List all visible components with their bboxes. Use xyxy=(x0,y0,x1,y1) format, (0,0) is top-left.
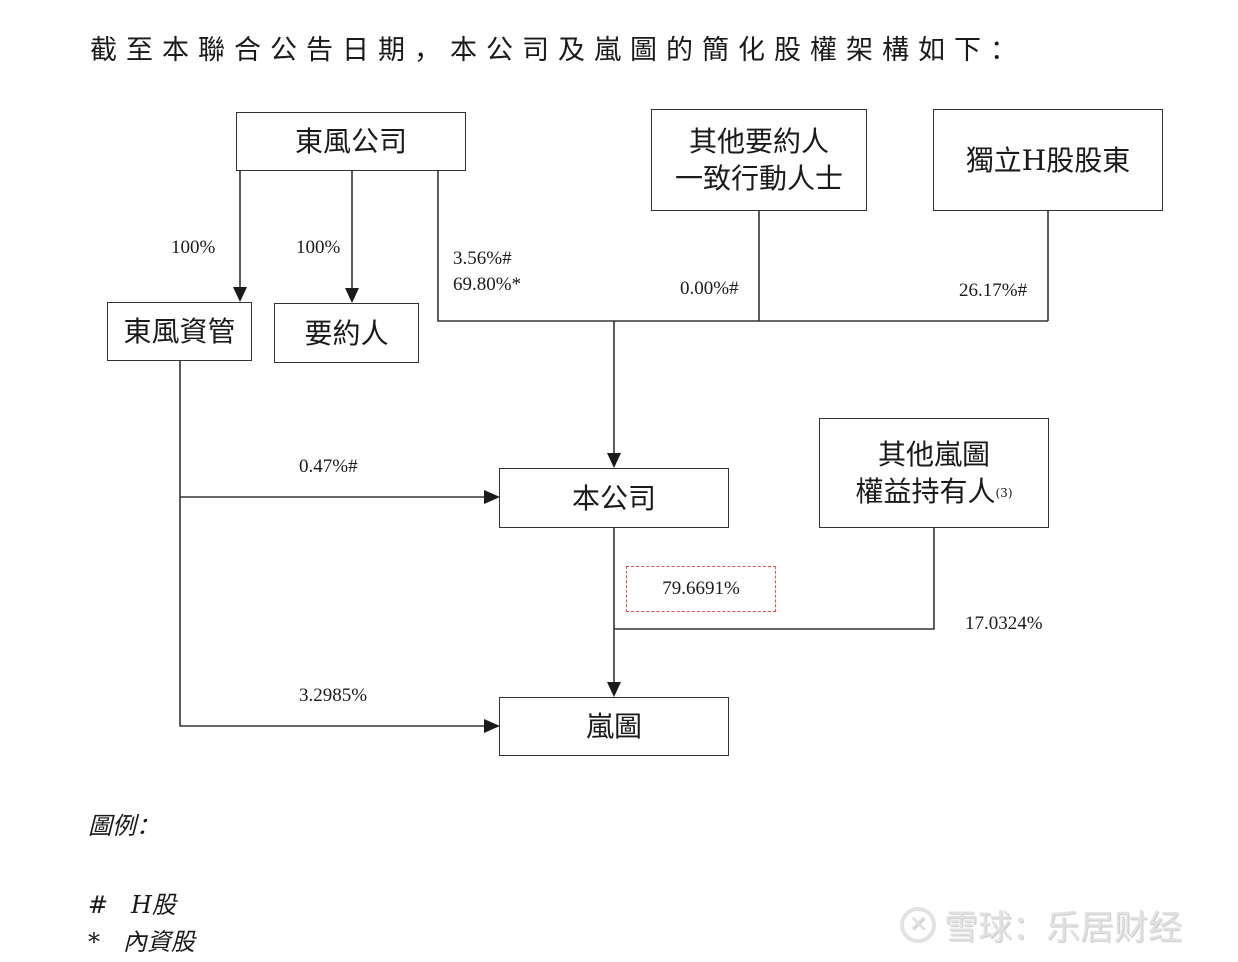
arrow-df-am xyxy=(233,287,247,302)
entity-dongfeng-label: 東風公司 xyxy=(294,125,407,158)
pct-df-am: 100% xyxy=(171,237,216,258)
pct-h-company: 26.17%# xyxy=(959,280,1028,301)
pct-others-voyah: 17.0324% xyxy=(965,613,1043,634)
entity-other-holders-line1: 其他嵐圖 xyxy=(877,438,990,471)
footnote-ref: (3) xyxy=(995,486,1013,500)
entity-company-label: 本公司 xyxy=(571,481,656,515)
pct-company-voyah: 79.6691% xyxy=(662,578,740,599)
entity-other-holders: 其他嵐圖 權益持有人(3) xyxy=(819,418,1049,528)
entity-voyah-label: 嵐圖 xyxy=(585,710,642,743)
entity-dongfeng: 東風公司 xyxy=(236,112,466,171)
snowball-logo-icon: ✕ xyxy=(900,906,936,943)
entity-dongfeng-am-label: 東風資管 xyxy=(123,315,236,348)
entity-h-shareholders: 獨立H股股東 xyxy=(933,109,1163,211)
entity-concert-line2: 一致行動人士 xyxy=(674,162,843,195)
entity-other-holders-line2-text: 權益持有人 xyxy=(855,475,996,508)
pct-company-voyah-highlight: 79.6691% xyxy=(626,566,776,612)
pct-df-company-domestic: 69.80%* xyxy=(453,274,522,295)
entity-concert-parties: 其他要約人 一致行動人士 xyxy=(651,109,867,211)
arrow-df-offeror xyxy=(345,288,359,303)
entity-company: 本公司 xyxy=(499,468,729,528)
arrow-bus-company xyxy=(607,453,621,468)
entity-voyah: 嵐圖 xyxy=(499,697,729,756)
legend-item-h: # H股 xyxy=(88,885,176,920)
entity-offeror: 要約人 xyxy=(274,303,419,363)
arrow-am-voyah xyxy=(484,719,500,733)
intro-text: 截至本聯合公告日期，本公司及嵐圖的簡化股權架構如下： xyxy=(90,35,1026,66)
legend-symbol-hash: # xyxy=(88,891,109,919)
pct-df-company-h: 3.56%# xyxy=(453,248,512,269)
entity-h-shareholders-label: 獨立H股股東 xyxy=(965,143,1131,177)
entity-dongfeng-am: 東風資管 xyxy=(107,302,252,361)
arrow-company-voyah xyxy=(607,682,621,697)
edge-others-voyah xyxy=(614,527,935,630)
legend-symbol-star: * xyxy=(88,928,100,956)
legend-label-h: H股 xyxy=(131,891,176,919)
edge-df-bus xyxy=(437,170,1048,322)
entity-concert-line1: 其他要約人 xyxy=(688,125,829,158)
pct-df-offeror: 100% xyxy=(296,237,341,258)
pct-am-voyah: 3.2985% xyxy=(299,685,368,706)
legend-label-domestic: 內資股 xyxy=(122,928,195,956)
legend-title: 圖例： xyxy=(88,812,160,840)
watermark-text: 雪球：乐居财经 xyxy=(944,908,1182,948)
watermark: ✕ 雪球：乐居财经 xyxy=(900,900,1182,949)
pct-concert-company: 0.00%# xyxy=(680,278,739,299)
entity-offeror-label: 要約人 xyxy=(304,316,389,350)
entity-other-holders-line2: 權益持有人(3) xyxy=(855,473,1012,510)
arrow-am-company xyxy=(484,490,500,504)
edge-am-trunk xyxy=(179,360,488,727)
pct-am-company: 0.47%# xyxy=(299,456,358,477)
legend-item-domestic: * 內資股 xyxy=(88,922,195,957)
